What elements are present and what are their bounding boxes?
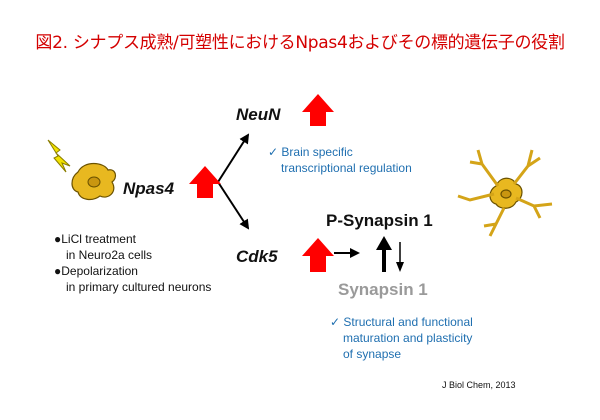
page-title: 図2. シナプス成熟/可塑性におけるNpas4およびその標的遺伝子の役割 [35,33,565,53]
increase-arrow-icon [302,238,334,272]
node-p-synapsin: P-Synapsin 1 [326,211,433,230]
branch-arrow-to-neun [217,133,250,183]
note-brain-specific: ✓ Brain specific transcriptional regulat… [268,145,412,175]
check-icon: ✓ [330,315,341,329]
branch-arrow-to-cdk5 [217,181,250,230]
conditions-list: ●LiCl treatment in Neuro2a cells ●Depola… [54,232,212,294]
increase-arrow-icon [302,94,334,126]
bullet-icon: ● [54,232,62,246]
condition-item: ●Depolarization [54,264,138,278]
note-synapse-maturation: ✓ Structural and functional maturation a… [330,315,473,361]
phospho-up-arrow [376,236,392,272]
condition-item: ●LiCl treatment [54,232,136,246]
node-neun: NeuN [236,105,281,124]
neuron-cell-icon [71,162,117,201]
node-synapsin: Synapsin 1 [338,280,428,299]
check-icon: ✓ [268,145,279,159]
lightning-icon [47,139,71,173]
node-npas4: Npas4 [123,179,175,198]
citation: J Biol Chem, 2013 [442,380,516,390]
dephospho-down-arrow [396,242,404,272]
increase-arrow-icon [189,166,221,198]
neuron-illustration-icon [457,149,553,237]
bullet-icon: ● [54,264,62,278]
node-cdk5: Cdk5 [236,247,278,266]
